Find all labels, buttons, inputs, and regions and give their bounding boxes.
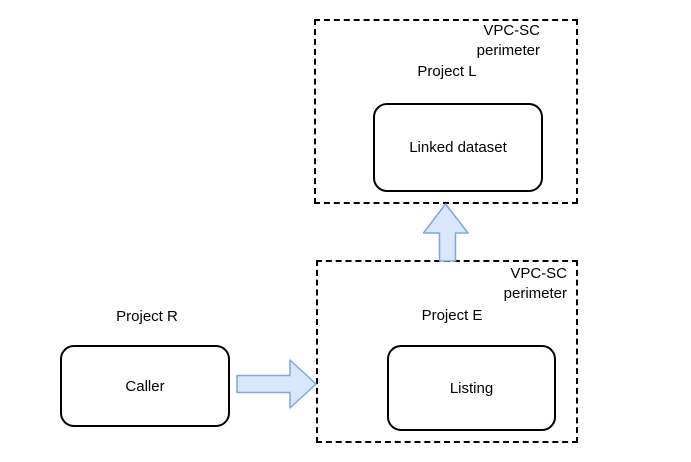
- node-linked-dataset: Linked dataset: [373, 103, 543, 192]
- perimeter-label-top-line2: perimeter: [476, 42, 540, 59]
- node-linked-dataset-label: Linked dataset: [409, 139, 507, 156]
- node-caller-label: Caller: [125, 377, 165, 395]
- vpc-sc-perimeter-box-top: [314, 19, 578, 204]
- node-listing-label: Listing: [449, 379, 494, 397]
- project-label-r: Project R: [116, 308, 178, 325]
- node-listing: Listing: [387, 345, 556, 431]
- project-label-e: Project E: [421, 307, 483, 324]
- perimeter-label-bottom: VPC-SC perimeter: [504, 264, 567, 304]
- perimeter-label-top-line1: VPC-SC: [483, 22, 540, 39]
- perimeter-label-bottom-line1: VPC-SC: [510, 265, 567, 282]
- perimeter-label-bottom-line2: perimeter: [503, 285, 567, 302]
- project-label-l: Project L: [417, 63, 477, 80]
- arrow-up-icon: [423, 203, 469, 262]
- perimeter-label-top: VPC-SC perimeter: [477, 21, 540, 61]
- arrow-right-icon: [236, 359, 317, 409]
- node-caller: Caller: [60, 345, 230, 427]
